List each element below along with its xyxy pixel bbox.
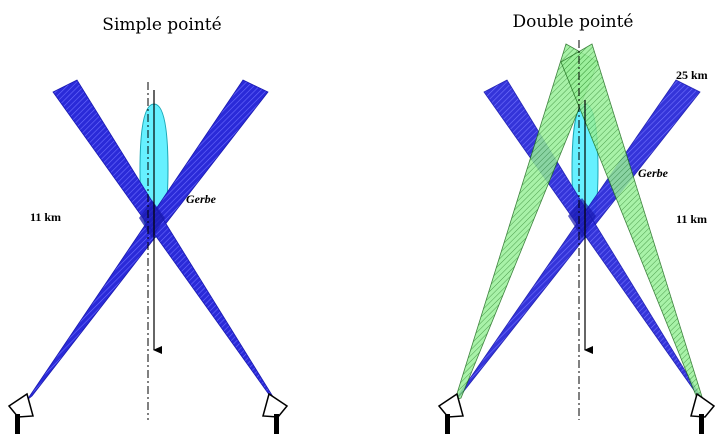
- panel-simple: Simple pointé 11 km Gerbe: [7, 15, 289, 434]
- panel-title-simple: Simple pointé: [102, 15, 221, 35]
- beam-intersection: [139, 200, 165, 238]
- panel-title-double: Double pointé: [513, 12, 634, 32]
- altitude-label-11km: 11 km: [676, 212, 707, 226]
- radar-antenna-icon: [7, 392, 34, 434]
- beam-left-antenna: [26, 79, 269, 401]
- radar-antenna-icon: [262, 392, 289, 434]
- altitude-label-25km: 25 km: [676, 68, 708, 82]
- plume-label: Gerbe: [638, 166, 669, 180]
- panel-double: Double pointé 25 km Gerbe 11 km: [437, 12, 716, 434]
- plume-label: Gerbe: [186, 192, 217, 206]
- radar-antenna-icon: [437, 392, 464, 434]
- altitude-label-11km: 11 km: [30, 210, 61, 224]
- radar-antenna-icon: [690, 392, 716, 434]
- beam-low-intersection: [568, 198, 596, 238]
